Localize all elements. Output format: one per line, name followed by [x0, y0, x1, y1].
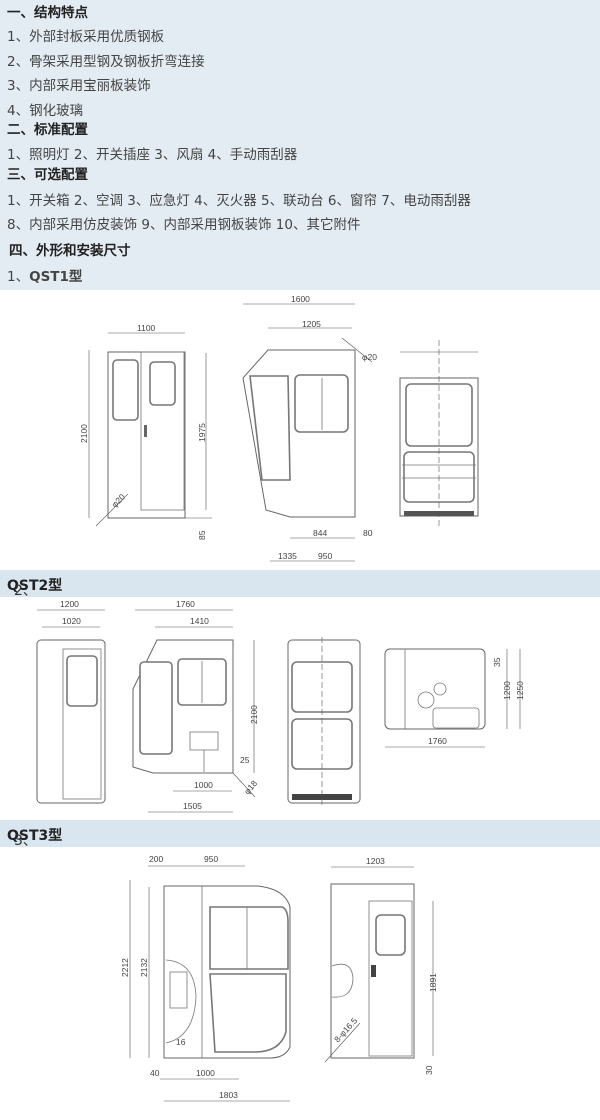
- dim-label: φ18: [242, 778, 259, 796]
- dim-label: 2100: [79, 424, 89, 443]
- model-heading-qst3: 3、QST3型: [0, 820, 600, 849]
- list-item: 3、内部采用宝丽板装饰: [7, 78, 151, 94]
- heading-standard: 二、标准配置: [7, 122, 88, 138]
- top-view: 1760 35 1200 1250: [384, 648, 525, 748]
- side-view: 1600 1205 φ20 844 80 1335 950: [242, 294, 377, 562]
- qst3-drawings: 200 950 2212 2132 16 40 1000 1803 1203 1…: [0, 847, 600, 1116]
- dim-label: 1000: [196, 1068, 215, 1078]
- front-view: 1203 1891 30 8-φ16.5: [324, 856, 438, 1075]
- dim-label: 1200: [502, 681, 512, 700]
- side-view: 1760 1410 2100 25 1000 1505 φ18: [132, 599, 259, 813]
- model-name: QST3型: [7, 828, 63, 844]
- front-view: 1200 1020: [36, 599, 106, 804]
- qst3-drawing: 200 950 2212 2132 16 40 1000 1803 1203 1…: [120, 854, 438, 1102]
- model-prefix: 1、: [7, 269, 30, 285]
- qst1-drawing: 1100 2100 1975 85 φ20 1600 1205 φ20 844 …: [79, 294, 479, 562]
- dim-label: 80: [363, 528, 373, 538]
- dim-label: 1205: [302, 319, 321, 329]
- qst2-drawing: 1200 1020 1760 1410 2100 25 1000 1505 φ1…: [36, 599, 525, 813]
- dim-label: 30: [424, 1065, 434, 1075]
- dim-label: 1200: [60, 599, 79, 609]
- model-prefix: 2、: [14, 583, 37, 599]
- dim-label: 844: [313, 528, 327, 538]
- model-name: QST2型: [7, 578, 63, 594]
- dim-label: 1410: [190, 616, 209, 626]
- list-item: 4、钢化玻璃: [7, 103, 84, 119]
- intro-section: 一、结构特点 1、外部封板采用优质钢板 2、骨架采用型钢及钢板折弯连接 3、内部…: [0, 0, 600, 290]
- dim-label: 1020: [62, 616, 81, 626]
- list-item: 8、内部采用仿皮装饰 9、内部采用钢板装饰 10、其它附件: [7, 217, 361, 233]
- dim-label: 1803: [219, 1090, 238, 1100]
- dim-label: 25: [240, 755, 250, 765]
- side-view: 200 950 2212 2132 16 40 1000 1803: [120, 854, 291, 1102]
- dim-label: 1600: [291, 294, 310, 304]
- model-heading-qst1: 1、QST1型: [7, 268, 82, 286]
- dim-label: 1760: [176, 599, 195, 609]
- dim-label: 40: [150, 1068, 160, 1078]
- dim-label: 950: [204, 854, 218, 864]
- dim-label: 1760: [428, 736, 447, 746]
- list-item: 2、骨架采用型钢及钢板折弯连接: [7, 54, 205, 70]
- heading-structure: 一、结构特点: [7, 5, 88, 21]
- dim-label: 85: [197, 530, 207, 540]
- dim-label: 1335: [278, 551, 297, 561]
- model-prefix: 3、: [14, 833, 37, 849]
- qst1-drawings: 1100 2100 1975 85 φ20 1600 1205 φ20 844 …: [0, 290, 600, 570]
- heading-dimensions: 四、外形和安装尺寸: [9, 243, 131, 259]
- qst2-drawings: 1200 1020 1760 1410 2100 25 1000 1505 φ1…: [0, 597, 600, 820]
- dim-label: 2212: [120, 958, 130, 977]
- rear-view: [287, 637, 361, 807]
- heading-optional: 三、可选配置: [7, 167, 88, 183]
- dim-label: 1100: [137, 323, 156, 333]
- list-item: 1、照明灯 2、开关插座 3、风扇 4、手动雨刮器: [7, 147, 298, 163]
- model-name: QST1型: [29, 269, 83, 285]
- dim-label: 1975: [197, 423, 207, 442]
- dim-label: 1000: [194, 780, 213, 790]
- dim-label: φ20: [362, 352, 377, 362]
- dim-label: 2100: [249, 705, 259, 724]
- rear-view: [399, 340, 479, 526]
- dim-label: 2132: [139, 958, 149, 977]
- front-view: 1100 2100 1975 85 φ20: [79, 323, 212, 540]
- dim-label: 950: [318, 551, 332, 561]
- model-heading-qst2: 2、QST2型: [0, 570, 600, 599]
- dim-label: 1505: [183, 801, 202, 811]
- dim-label: 35: [492, 657, 502, 667]
- dim-label: 1250: [515, 681, 525, 700]
- dim-label: 16: [176, 1037, 186, 1047]
- dim-label: 1891: [428, 973, 438, 992]
- dim-label: 1203: [366, 856, 385, 866]
- dim-label: 200: [149, 854, 163, 864]
- list-item: 1、外部封板采用优质钢板: [7, 29, 165, 45]
- list-item: 1、开关箱 2、空调 3、应急灯 4、灭火器 5、联动台 6、窗帘 7、电动雨刮…: [7, 193, 471, 209]
